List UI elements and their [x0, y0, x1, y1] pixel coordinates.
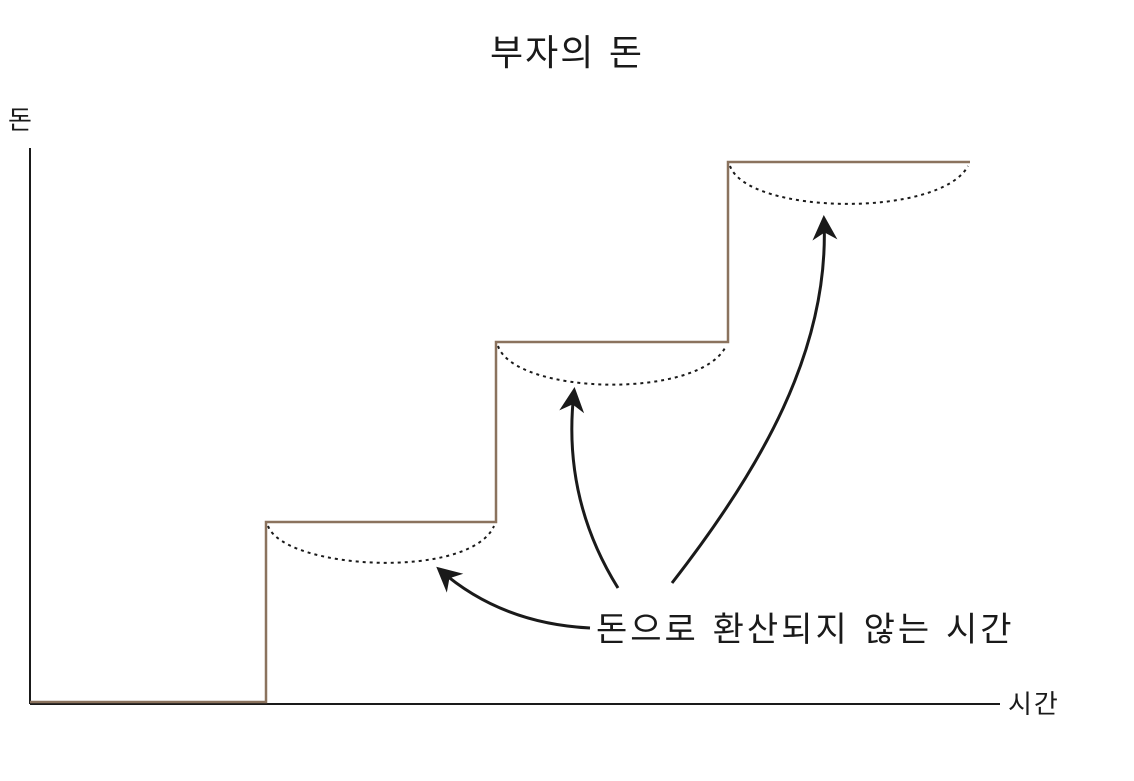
y-axis-label: 돈 — [8, 106, 32, 136]
staircase-line — [30, 160, 970, 704]
arrow-to-step-1 — [436, 566, 591, 630]
diagram-title: 부자의 돈 — [490, 33, 644, 74]
dotted-curve-step-2 — [497, 345, 727, 386]
arrow-to-step-3 — [670, 215, 838, 584]
annotation-label: 돈으로 환산되지 않는 시간 — [596, 610, 1015, 650]
arrow-to-step-2 — [559, 387, 620, 589]
dotted-curve-step-1 — [267, 525, 495, 564]
x-axis-label: 시간 — [1008, 690, 1060, 720]
dotted-curve-step-3 — [729, 165, 969, 205]
